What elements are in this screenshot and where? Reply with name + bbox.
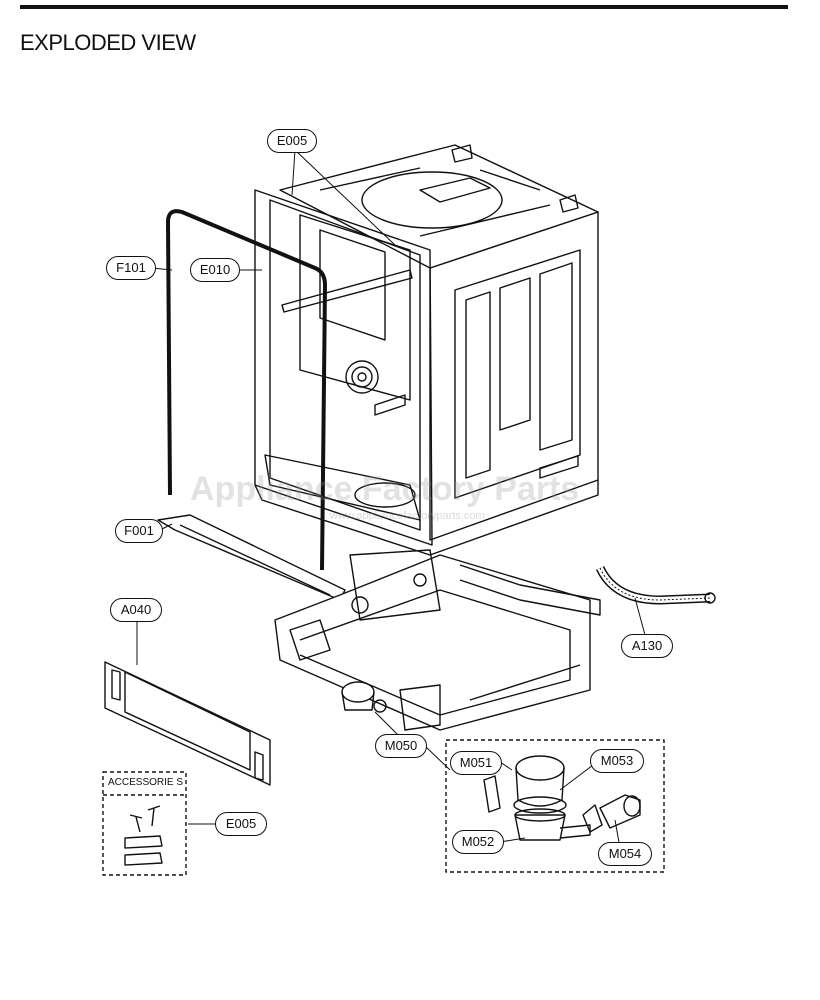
page-title: EXPLODED VIEW xyxy=(20,30,196,55)
pump-small xyxy=(341,681,387,713)
base-frame xyxy=(274,549,601,731)
watermark-url: www.appliancefactoryparts.com xyxy=(330,510,485,522)
callout-f101: F101 xyxy=(106,256,156,280)
callout-e010: E010 xyxy=(190,258,240,282)
accessories-label: ACCESSORIE S xyxy=(108,777,184,788)
accessories-box xyxy=(102,771,187,876)
sump-group-box xyxy=(445,739,665,873)
callout-m054: M054 xyxy=(598,842,652,866)
top-rule xyxy=(20,5,788,9)
callout-m050: M050 xyxy=(375,734,427,758)
toe-kick-panel xyxy=(104,661,271,786)
callout-e005-top: E005 xyxy=(267,129,317,153)
callout-m051: M051 xyxy=(450,751,502,775)
tub-assembly xyxy=(254,144,599,556)
callout-f001: F001 xyxy=(115,519,163,543)
watermark: Appliance Factory Parts xyxy=(190,470,580,508)
callout-e005-accessories: E005 xyxy=(215,812,267,836)
door-gasket xyxy=(166,209,327,571)
callout-m052: M052 xyxy=(452,830,504,854)
callout-a040: A040 xyxy=(110,598,162,622)
callout-m053: M053 xyxy=(590,749,644,773)
callout-a130: A130 xyxy=(621,634,673,658)
drain-hose xyxy=(595,565,716,605)
lower-trim xyxy=(157,514,346,601)
